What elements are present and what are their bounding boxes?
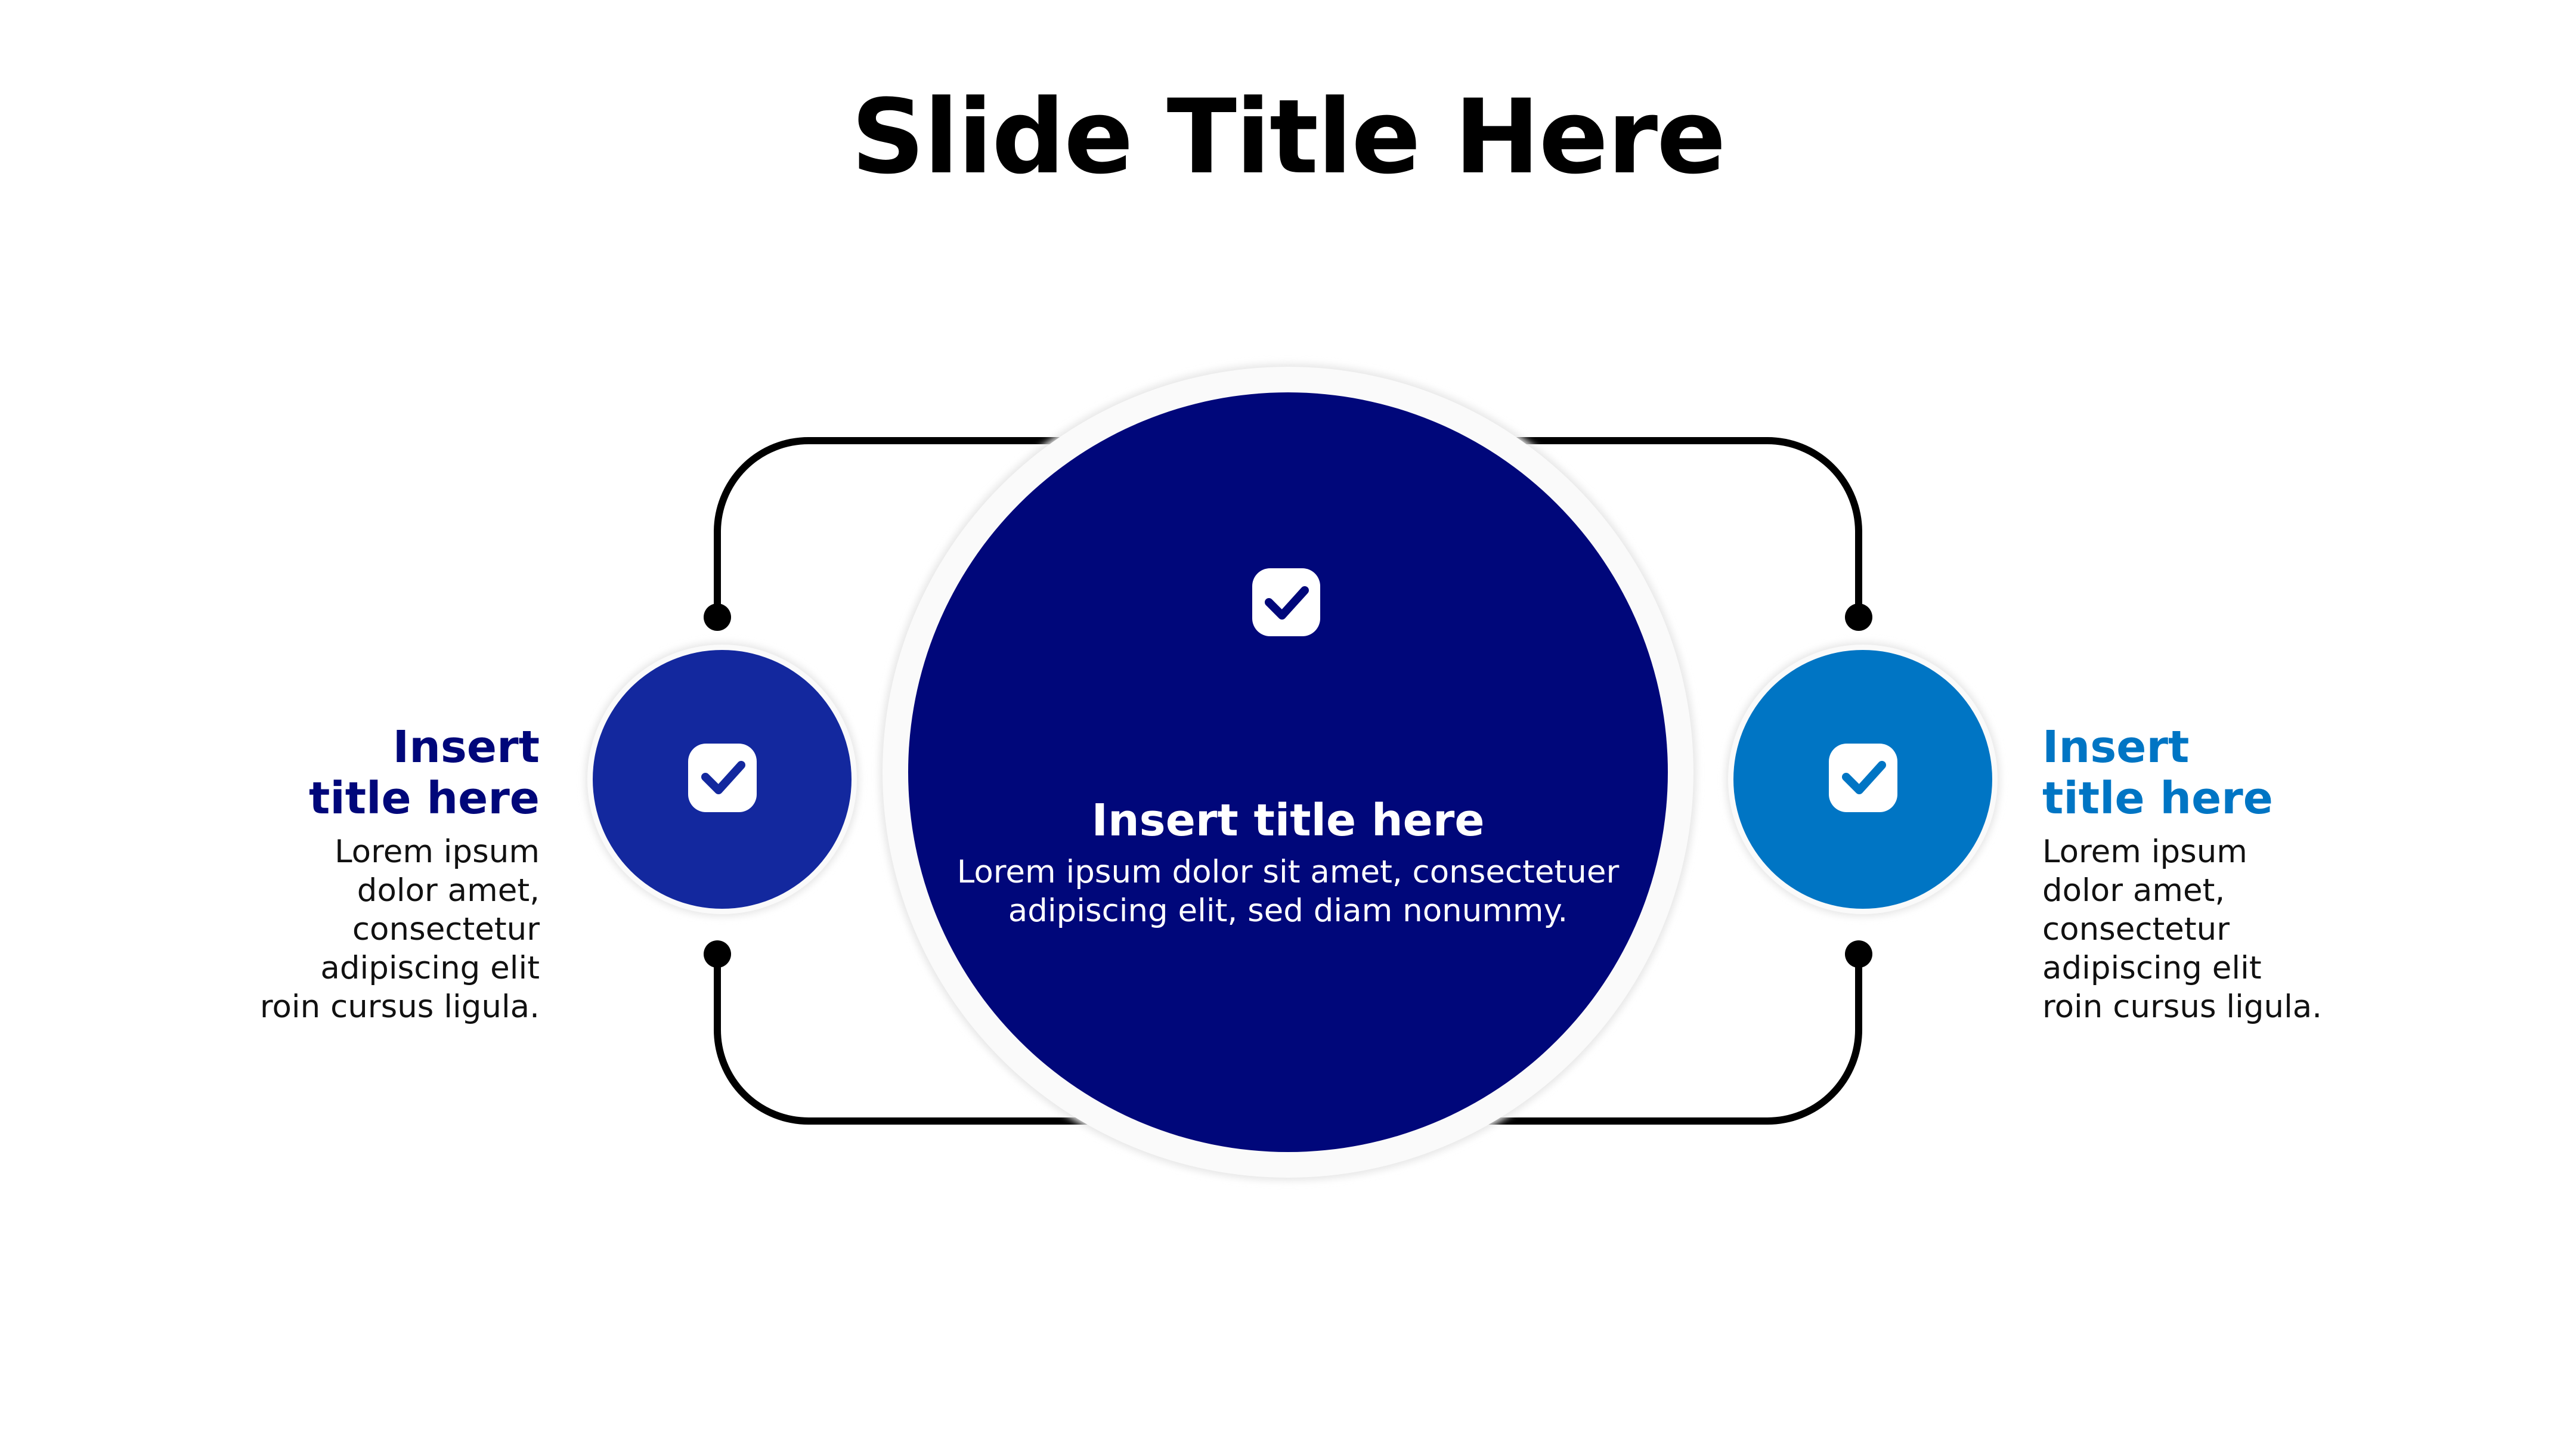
center-node <box>880 364 1696 1181</box>
connector-bottom-left <box>714 950 1137 1125</box>
connector-dot-left-top <box>704 603 731 631</box>
left-item-title: Insert title here <box>239 722 540 824</box>
center-item-title: Insert title here <box>1091 795 1485 846</box>
left-item-title-line1: Insert <box>392 722 540 773</box>
left-node <box>585 642 859 917</box>
checkbox-checked-icon <box>1829 744 1897 812</box>
connector-top-left <box>714 437 1107 621</box>
right-node <box>1726 642 2000 917</box>
connector-dot-right-top <box>1845 603 1872 631</box>
slide-title: Slide Title Here <box>851 77 1726 197</box>
center-item-body: Lorem ipsum dolor sit amet, consectetuer… <box>956 854 1620 929</box>
connector-dot-left-bottom <box>704 940 731 968</box>
right-item-title-line1: Insert <box>2042 722 2190 773</box>
center-circle <box>908 392 1668 1152</box>
left-item-body: Lorem ipsum dolor amet, consectetur adip… <box>259 834 540 1025</box>
left-item-title-line2: title here <box>309 773 540 824</box>
connector-top-right <box>1469 437 1862 621</box>
connector-dot-right-bottom <box>1845 940 1872 968</box>
connector-lines <box>714 437 1862 1125</box>
right-item-title: Insert title here <box>2042 722 2352 824</box>
checkbox-checked-icon <box>688 744 757 812</box>
connector-bottom-right <box>1439 950 1862 1125</box>
right-item-title-line2: title here <box>2042 773 2273 824</box>
checkbox-checked-icon <box>1252 568 1320 636</box>
right-item-body: Lorem ipsum dolor amet, consectetur adip… <box>2042 834 2323 1025</box>
